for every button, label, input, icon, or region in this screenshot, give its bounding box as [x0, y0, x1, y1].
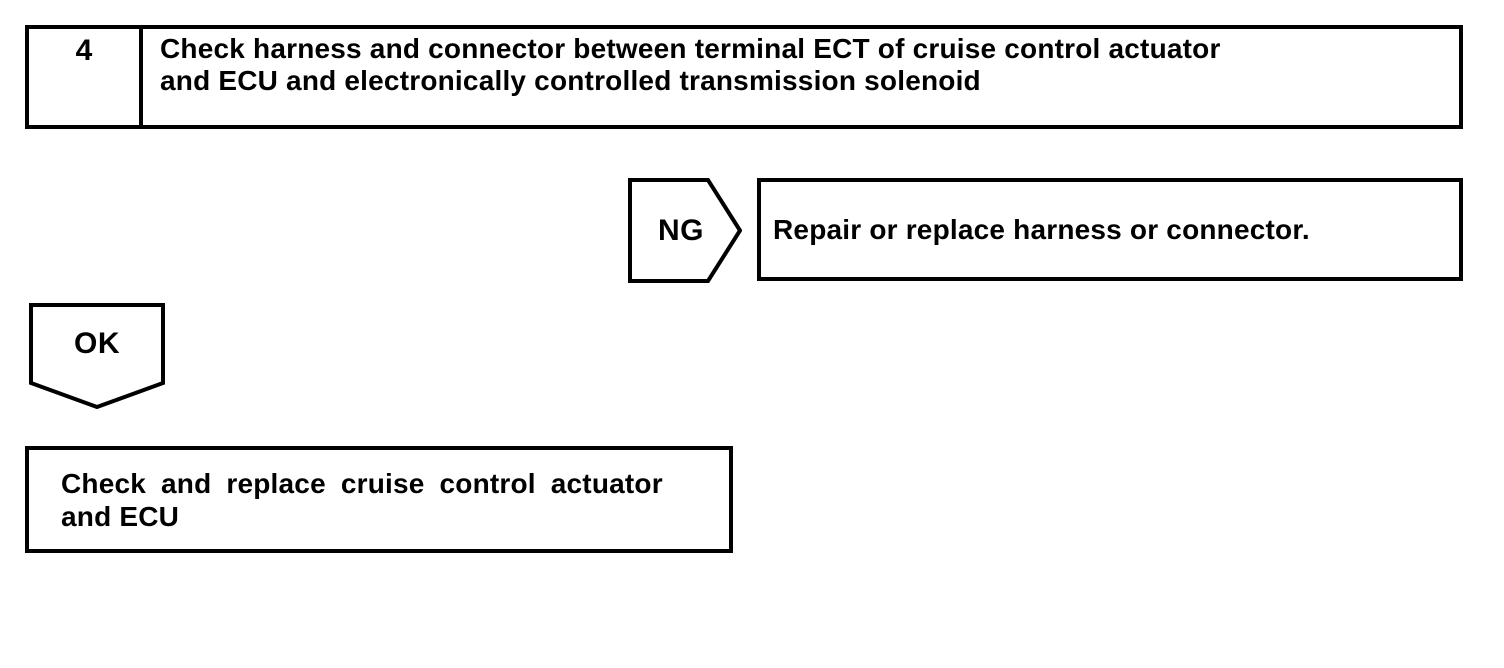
result-line2: and ECU [61, 501, 180, 532]
step-number: 4 [75, 34, 93, 67]
step-description-line2: and ECU and electronically controlled tr… [160, 65, 981, 96]
ng-action-box: Repair or replace harness or connector. [757, 178, 1463, 281]
ng-connector-shape: NG [628, 178, 742, 283]
step-description: Check harness and connector between term… [143, 29, 1459, 125]
ok-pentagon-down-icon [29, 303, 165, 409]
ng-action-text: Repair or replace harness or connector. [773, 213, 1310, 245]
step-box: 4 Check harness and connector between te… [25, 25, 1463, 129]
ng-label: NG [658, 213, 704, 247]
result-box: Check and replace cruise control actuato… [25, 446, 733, 553]
ng-pentagon-right-icon [628, 178, 742, 283]
step-description-line1: Check harness and connector between term… [160, 33, 1221, 64]
ok-label: OK [74, 327, 120, 360]
step-number-cell: 4 [29, 29, 143, 125]
ok-connector-shape: OK [29, 303, 165, 409]
result-line1: Check and replace cruise control actuato… [61, 468, 663, 499]
